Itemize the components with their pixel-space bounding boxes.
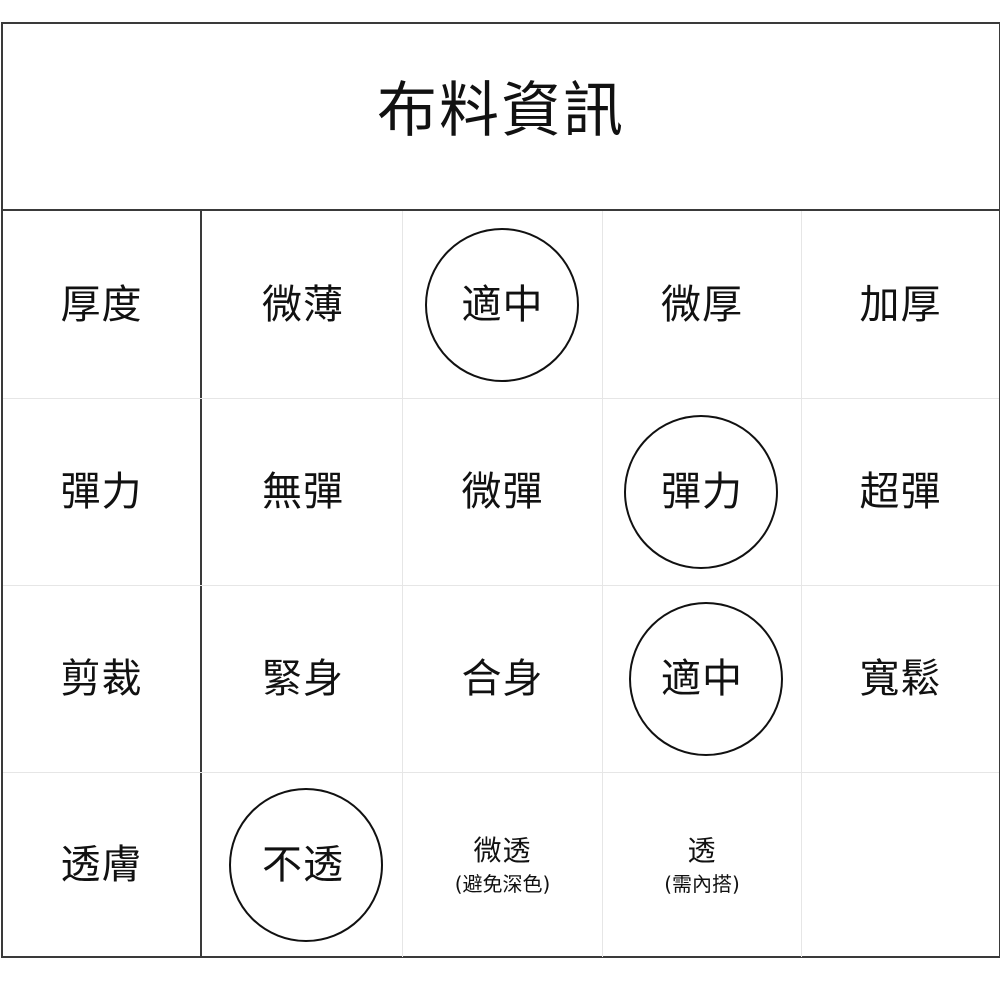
option-main-text: 微透 — [473, 834, 532, 868]
option-cell-selected: 適中 — [603, 586, 802, 772]
option-cell-selected: 不透 — [204, 773, 403, 957]
row-label-thickness: 厚度 — [60, 281, 143, 328]
option-cell: 緊身 — [204, 586, 403, 772]
option-cell: 加厚 — [802, 211, 999, 398]
row-sheerness: 透膚 不透 微透 (避免深色) 透 (需內搭) — [3, 772, 999, 957]
option-cell-empty — [802, 773, 999, 957]
option-cell: 寬鬆 — [802, 586, 999, 772]
option-cell: 超彈 — [802, 399, 999, 585]
row-label-cell: 剪裁 — [3, 586, 202, 772]
row-label-elasticity: 彈力 — [60, 469, 143, 515]
option-slight-stretch: 微彈 — [461, 469, 544, 515]
row-elasticity: 彈力 無彈 微彈 彈力 超彈 — [3, 398, 999, 585]
fabric-info-card: 布料資訊 厚度 微薄 適中 微厚 加厚 彈力 — [1, 22, 1000, 958]
row-fit: 剪裁 緊身 合身 適中 寬鬆 — [3, 585, 999, 772]
option-no-stretch: 無彈 — [262, 469, 344, 515]
option-note-text: (避免深色) — [454, 871, 551, 896]
option-medium-selected: 適中 — [461, 281, 544, 328]
row-thickness: 厚度 微薄 適中 微厚 加厚 — [3, 211, 999, 398]
option-cell: 微透 (避免深色) — [403, 773, 603, 957]
option-thin: 微薄 — [262, 281, 344, 328]
option-thick: 加厚 — [859, 281, 942, 328]
option-tight: 緊身 — [262, 656, 344, 702]
option-fitted: 合身 — [461, 656, 544, 702]
option-cell: 合身 — [403, 586, 603, 772]
option-cell: 微薄 — [204, 211, 403, 398]
option-sheer: 透 (需內搭) — [664, 834, 740, 896]
option-super-stretch: 超彈 — [859, 469, 942, 515]
option-stretch-selected: 彈力 — [661, 469, 743, 515]
option-opaque-selected: 不透 — [262, 842, 344, 888]
row-label-cell: 透膚 — [3, 773, 202, 957]
row-label-cell: 厚度 — [3, 211, 202, 398]
option-regular-selected: 適中 — [661, 656, 743, 702]
option-slightly-sheer: 微透 (避免深色) — [455, 834, 551, 896]
option-slightly-thick: 微厚 — [661, 281, 743, 328]
row-label-fit: 剪裁 — [60, 656, 143, 702]
option-loose: 寬鬆 — [859, 656, 942, 702]
option-main-text: 透 — [687, 834, 717, 868]
option-cell: 透 (需內搭) — [603, 773, 802, 957]
row-label-sheerness: 透膚 — [60, 842, 143, 888]
option-cell-selected: 適中 — [403, 211, 603, 398]
option-cell: 無彈 — [204, 399, 403, 585]
option-note-text: (需內搭) — [664, 871, 740, 896]
option-cell: 微彈 — [403, 399, 603, 585]
option-cell: 微厚 — [603, 211, 802, 398]
fabric-attribute-grid: 厚度 微薄 適中 微厚 加厚 彈力 無彈 — [3, 211, 999, 957]
row-label-cell: 彈力 — [3, 399, 202, 585]
title-row: 布料資訊 — [3, 24, 999, 211]
page-title: 布料資訊 — [377, 75, 625, 146]
option-cell-selected: 彈力 — [603, 399, 802, 585]
